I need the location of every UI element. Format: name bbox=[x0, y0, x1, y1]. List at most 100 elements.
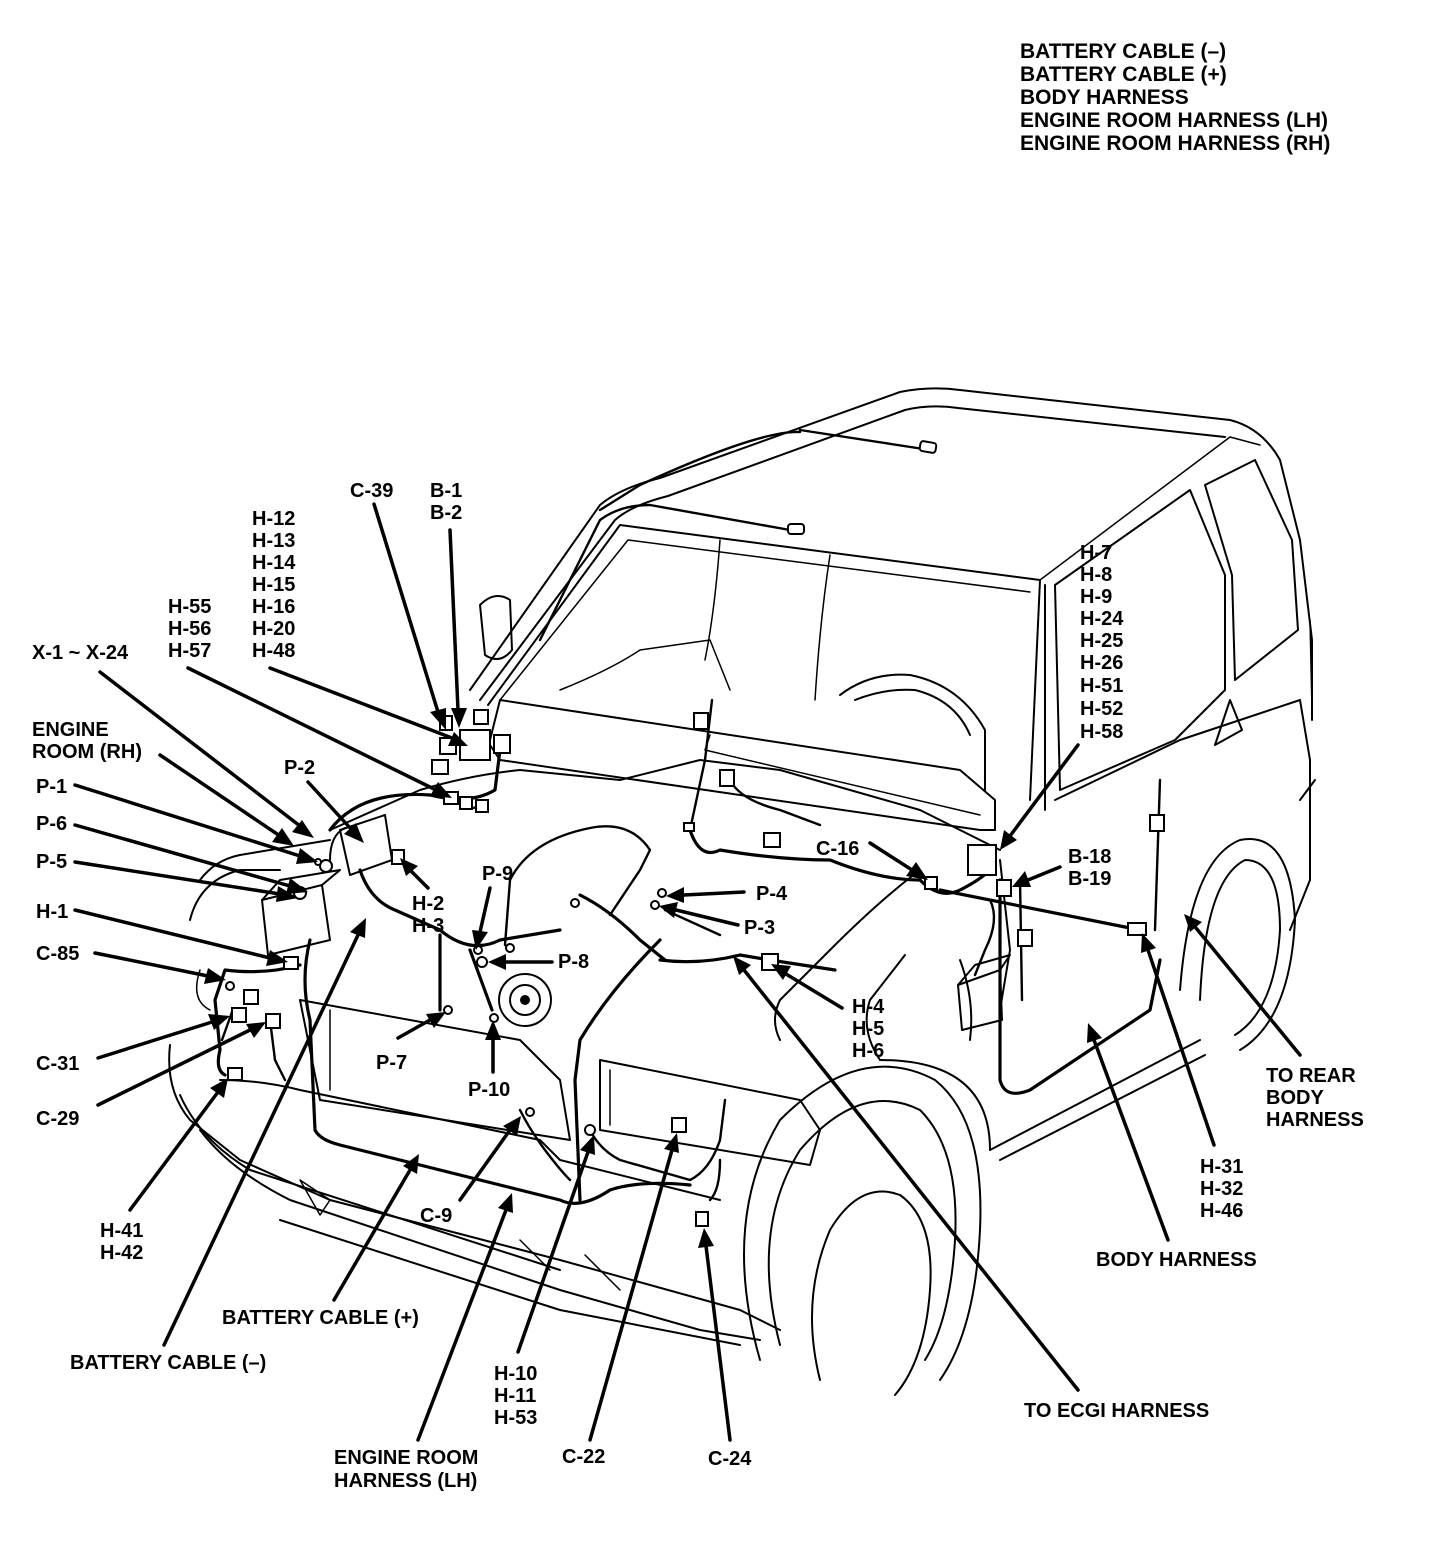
arrow-c22 bbox=[588, 1148, 674, 1442]
label-h11: H-11 bbox=[494, 1385, 536, 1407]
arrow-battery-pos bbox=[332, 1168, 412, 1302]
label-to-ecgi-harness: TO ECGI HARNESS bbox=[1024, 1400, 1209, 1422]
label-b19: B-19 bbox=[1068, 868, 1111, 890]
arrow-h31 bbox=[1146, 948, 1216, 1147]
arrow-h41 bbox=[128, 1090, 220, 1212]
legend: BATTERY CABLE (–) BATTERY CABLE (+) BODY… bbox=[1020, 40, 1330, 155]
label-h1: H-1 bbox=[36, 901, 68, 923]
label-engine-room-lh-line2: HARNESS (LH) bbox=[334, 1470, 477, 1492]
label-h3: H-3 bbox=[412, 915, 444, 937]
legend-item-engine-room-rh: ENGINE ROOM HARNESS (RH) bbox=[1020, 132, 1330, 155]
label-h4: H-4 bbox=[852, 996, 885, 1018]
label-h52: H-52 bbox=[1080, 698, 1123, 720]
label-h5: H-5 bbox=[852, 1018, 884, 1040]
arrow-h7 bbox=[1008, 743, 1080, 838]
arrow-p2 bbox=[306, 780, 354, 832]
label-h13: H-13 bbox=[252, 530, 295, 552]
label-c39: C-39 bbox=[350, 480, 393, 502]
label-to-rear-line1: TO REAR bbox=[1266, 1065, 1356, 1087]
arrow-p6 bbox=[73, 823, 292, 888]
arrow-h12 bbox=[268, 666, 454, 740]
label-c9: C-9 bbox=[420, 1205, 452, 1227]
label-h25: H-25 bbox=[1080, 630, 1123, 652]
label-engine-room-rh-line1: ENGINE bbox=[32, 719, 109, 741]
arrow-b1-b2 bbox=[448, 528, 460, 712]
label-engine-room-rh-line2: ROOM (RH) bbox=[32, 741, 142, 763]
arrow-body-harness bbox=[1092, 1038, 1170, 1242]
label-p2: P-2 bbox=[284, 757, 315, 779]
arrow-x1 bbox=[98, 670, 302, 828]
arrow-c16 bbox=[868, 841, 914, 872]
label-p4: P-4 bbox=[756, 883, 788, 905]
label-h48: H-48 bbox=[252, 640, 295, 662]
label-h20: H-20 bbox=[252, 618, 295, 640]
label-h9: H-9 bbox=[1080, 586, 1112, 608]
label-c16: C-16 bbox=[816, 838, 859, 860]
legend-item-engine-room-lh: ENGINE ROOM HARNESS (LH) bbox=[1020, 109, 1328, 132]
label-to-rear-line2: BODY bbox=[1266, 1087, 1324, 1109]
arrow-battery-neg bbox=[162, 933, 360, 1347]
callout-labels: C-39 B-1 B-2 H-12 H-13 H-14 H-15 H-16 H-… bbox=[32, 480, 1364, 1492]
label-battery-cable-pos: BATTERY CABLE (+) bbox=[222, 1307, 419, 1329]
label-p8: P-8 bbox=[558, 951, 589, 973]
arrow-p4 bbox=[682, 890, 746, 897]
arrow-b18 bbox=[1026, 865, 1062, 882]
arrow-c31 bbox=[96, 1020, 214, 1060]
label-h7: H-7 bbox=[1080, 542, 1112, 564]
label-p7: P-7 bbox=[376, 1052, 407, 1074]
legend-item-body-harness: BODY HARNESS bbox=[1020, 86, 1189, 109]
label-p1: P-1 bbox=[36, 776, 67, 798]
arrow-p1 bbox=[73, 783, 302, 858]
wiring-harness-drawing bbox=[213, 428, 1162, 1205]
arrow-c24 bbox=[704, 1244, 732, 1442]
label-c85: C-85 bbox=[36, 943, 79, 965]
label-p6: P-6 bbox=[36, 813, 67, 835]
arrow-c85 bbox=[93, 951, 210, 978]
label-engine-room-lh-line1: ENGINE ROOM bbox=[334, 1447, 478, 1469]
arrow-h4 bbox=[784, 972, 844, 1010]
label-h12: H-12 bbox=[252, 508, 295, 530]
label-b2: B-2 bbox=[430, 502, 462, 524]
label-c22: C-22 bbox=[562, 1446, 605, 1468]
arrow-to-rear bbox=[1194, 926, 1302, 1057]
label-b1: B-1 bbox=[430, 480, 462, 502]
label-h15: H-15 bbox=[252, 574, 295, 596]
label-x1-x24: X-1 ~ X-24 bbox=[32, 642, 129, 664]
label-p10: P-10 bbox=[468, 1079, 510, 1101]
label-h56: H-56 bbox=[168, 618, 211, 640]
arrow-p9 bbox=[478, 886, 492, 934]
arrow-p5 bbox=[73, 860, 282, 896]
label-p3: P-3 bbox=[744, 917, 775, 939]
arrow-c9 bbox=[458, 1128, 512, 1202]
label-h42: H-42 bbox=[100, 1242, 143, 1264]
arrow-engine-room-rh bbox=[158, 753, 282, 838]
label-h32: H-32 bbox=[1200, 1178, 1243, 1200]
label-h41: H-41 bbox=[100, 1220, 143, 1242]
arrow-engine-room-lh bbox=[416, 1208, 508, 1442]
label-h24: H-24 bbox=[1080, 608, 1124, 630]
legend-item-battery-cable-neg: BATTERY CABLE (–) bbox=[1020, 40, 1226, 63]
arrow-h1 bbox=[73, 908, 272, 960]
arrow-to-ecgi bbox=[742, 968, 1080, 1392]
arrow-h10 bbox=[516, 1150, 590, 1354]
label-p9: P-9 bbox=[482, 863, 513, 885]
label-c31: C-31 bbox=[36, 1053, 79, 1075]
label-h57: H-57 bbox=[168, 640, 211, 662]
leader-arrows bbox=[73, 502, 1302, 1442]
label-h10: H-10 bbox=[494, 1363, 537, 1385]
label-h8: H-8 bbox=[1080, 564, 1112, 586]
label-to-rear-line3: HARNESS bbox=[1266, 1109, 1364, 1131]
arrow-h55 bbox=[186, 666, 438, 792]
arrow-c39 bbox=[372, 502, 440, 714]
label-h55: H-55 bbox=[168, 596, 211, 618]
label-battery-cable-neg: BATTERY CABLE (–) bbox=[70, 1352, 266, 1374]
label-h31: H-31 bbox=[1200, 1156, 1243, 1178]
label-c29: C-29 bbox=[36, 1108, 79, 1130]
arrow-h2 bbox=[408, 868, 430, 890]
label-h16: H-16 bbox=[252, 596, 295, 618]
label-h14: H-14 bbox=[252, 552, 296, 574]
vehicle-body-drawing bbox=[168, 387, 1316, 1396]
label-h6: H-6 bbox=[852, 1040, 884, 1062]
